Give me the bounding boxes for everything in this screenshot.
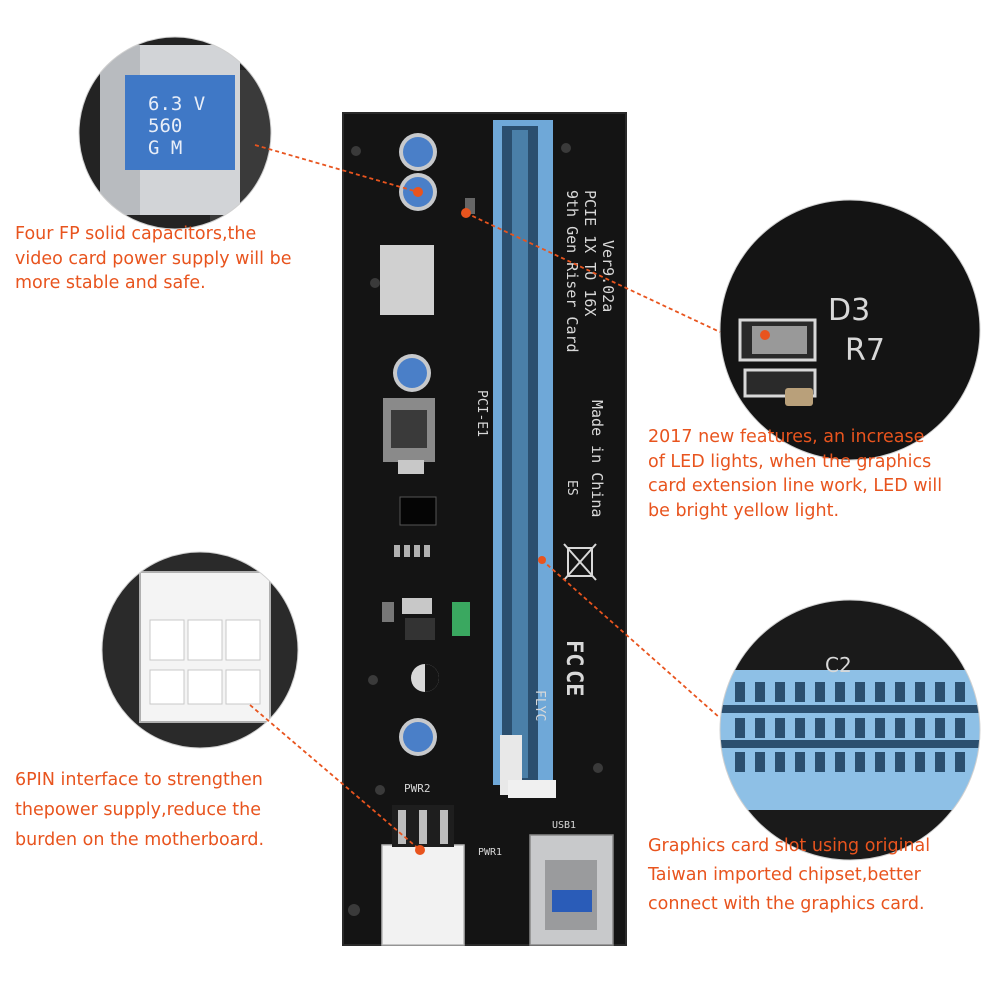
fcc-mark: FC bbox=[561, 640, 586, 667]
board-pwr2-label: PWR2 bbox=[404, 782, 431, 795]
board-flyc-label: FLYC bbox=[532, 690, 547, 721]
cap-zoom-mark-2: 560 bbox=[148, 115, 182, 137]
weee-bin-icon bbox=[563, 543, 597, 581]
sixpin-callout-line-1: 6PIN interface to strengthen bbox=[15, 770, 263, 790]
board-title-line-3: Ver9.02a bbox=[599, 240, 617, 312]
leader-lines bbox=[249, 144, 721, 851]
capacitor-callout: Four FP solid capacitors,the video card … bbox=[15, 222, 291, 296]
leader-led bbox=[465, 212, 721, 333]
capacitor-ec4 bbox=[393, 354, 431, 392]
led-callout-line-3: card extension line work, LED will bbox=[648, 476, 943, 496]
capacitor-callout-line-1: Four FP solid capacitors,the bbox=[15, 224, 257, 244]
board-usb1-label: USB1 bbox=[552, 820, 576, 831]
led-zoom: D3 R7 bbox=[720, 200, 980, 460]
led-callout-line-1: 2017 new features, an increase bbox=[648, 427, 925, 447]
fuse-f1 bbox=[452, 602, 470, 636]
resistor-array bbox=[394, 545, 430, 557]
capacitor-callout-line-2: video card power supply will be bbox=[15, 248, 292, 269]
led-callout-line-4: be bright yellow light. bbox=[648, 500, 840, 521]
slot-callout-line-1: Graphics card slot using original bbox=[648, 836, 931, 856]
capacitor-zoom-frame bbox=[78, 36, 272, 230]
board-es-label: ES bbox=[564, 480, 579, 496]
capacitor-zoom: 6.3 V 560 G M bbox=[79, 37, 271, 229]
leader-slot bbox=[541, 559, 721, 719]
cap-zoom-mark-3: G M bbox=[148, 137, 182, 159]
leader-capacitor bbox=[254, 144, 419, 193]
sixpin-callout: 6PIN interface to strengthen thepower su… bbox=[15, 765, 264, 855]
pcie-x16-slot bbox=[493, 120, 553, 785]
usb-connector bbox=[529, 834, 614, 946]
mounting-holes bbox=[348, 143, 603, 916]
cap-zoom-mark-1: 6.3 V bbox=[148, 93, 205, 115]
sixpin-callout-line-2: thepower supply,reduce the bbox=[15, 800, 262, 820]
sixpin-callout-line-3: burden on the motherboard. bbox=[15, 830, 265, 850]
regulator-q1 bbox=[380, 245, 434, 315]
board-title-line-2: PCIE 1X TO 16X bbox=[581, 190, 599, 316]
led-zoom-r7: R7 bbox=[845, 333, 885, 368]
leader-sixpin bbox=[249, 704, 421, 851]
slot-zoom-c2: C2 bbox=[825, 653, 852, 677]
board-pwr1-label: PWR1 bbox=[478, 847, 502, 858]
board-made-in: Made in China bbox=[588, 400, 606, 517]
riser-board: 9th Gen Riser Card PCIE 1X TO 16X Ver9.0… bbox=[342, 112, 627, 946]
led-callout: 2017 new features, an increase of LED li… bbox=[648, 425, 942, 523]
capacitor-callout-line-3: more stable and safe. bbox=[15, 273, 206, 293]
board-pci-label: PCI-E1 bbox=[474, 390, 489, 437]
slot-callout-line-3: connect with the graphics card. bbox=[648, 894, 925, 914]
slot-callout-line-2: Taiwan imported chipset,better bbox=[648, 865, 921, 885]
leader-dots bbox=[414, 188, 546, 854]
led-zoom-d3: D3 bbox=[828, 293, 870, 328]
slot-callout: Graphics card slot using original Taiwan… bbox=[648, 832, 930, 919]
ce-mark: CE bbox=[561, 670, 586, 697]
board-title-line-1: 9th Gen Riser Card bbox=[563, 190, 581, 353]
six-pin-connector bbox=[381, 805, 465, 946]
board-led bbox=[465, 198, 475, 214]
led-callout-line-2: of LED lights, when the graphics bbox=[648, 451, 932, 472]
sixpin-zoom-frame bbox=[101, 551, 299, 749]
chip-u1 bbox=[399, 496, 437, 526]
capacitor-ec1 bbox=[399, 133, 437, 171]
slot-zoom: C2 bbox=[720, 600, 980, 860]
sixpin-zoom bbox=[102, 552, 298, 748]
capacitor-ec3 bbox=[411, 664, 439, 692]
slot-zoom-frame bbox=[719, 599, 981, 861]
led-zoom-frame bbox=[719, 199, 981, 461]
capacitor-ec2 bbox=[399, 718, 437, 756]
